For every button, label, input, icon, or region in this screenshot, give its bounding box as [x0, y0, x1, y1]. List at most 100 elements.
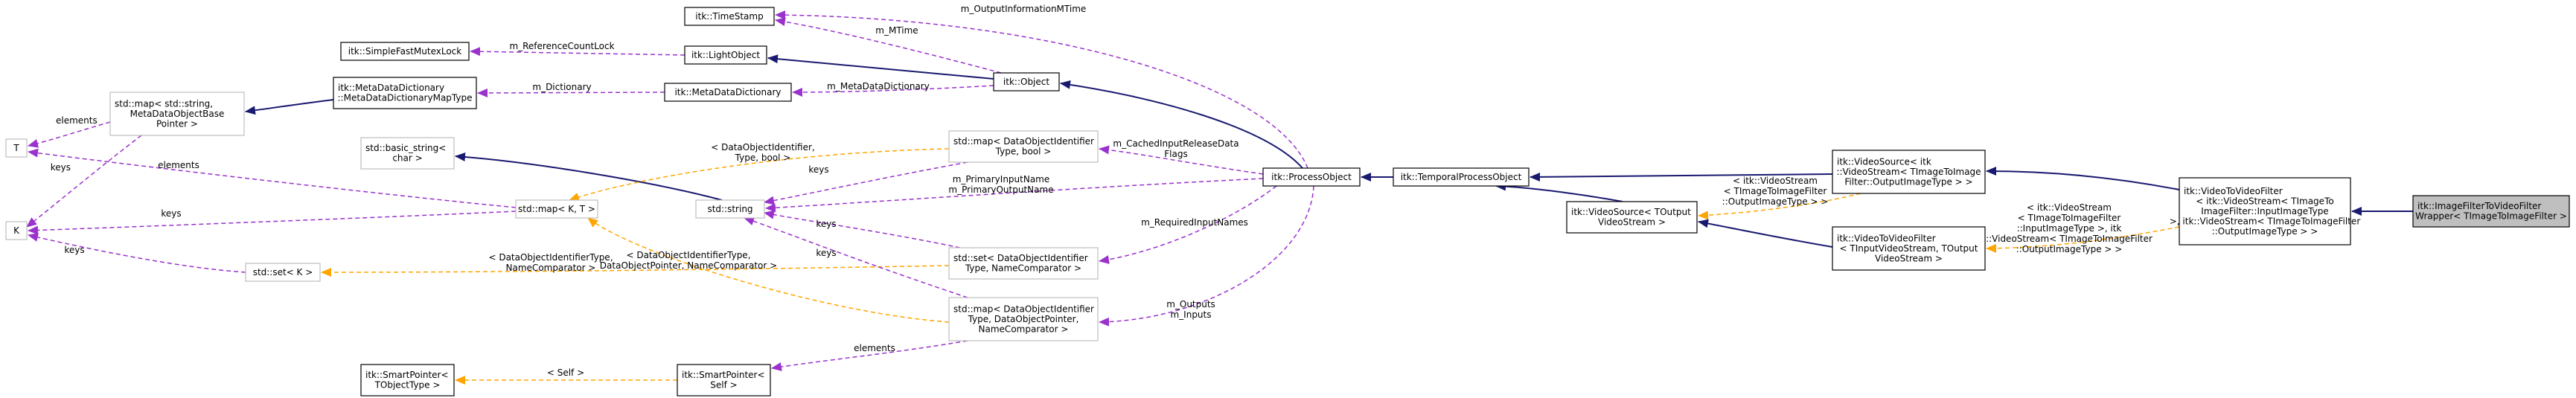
class-node-box [1832, 150, 1986, 194]
edge-procobj-setdoi [1099, 185, 1277, 264]
class-node-box [360, 364, 455, 397]
class-node-mapbool[interactable]: std::map< DataObjectIdentifierType, bool… [948, 130, 1099, 163]
class-node-label: itk::VideoToVideoFilter [1837, 233, 1936, 243]
edge-mapbool-stdstring [764, 161, 968, 205]
edge-mdd-mapmeta [245, 99, 334, 115]
class-node-label: ::OutputImageType > > [2212, 226, 2318, 237]
class-node-label: K [13, 225, 20, 236]
edge-label: keys [161, 208, 181, 219]
edge-label: < TImageToImageFilter [2018, 213, 2121, 223]
class-node-mapdp[interactable]: std::map< DataObjectIdentifierType, Data… [948, 297, 1099, 341]
edge-vsrcItk-temporal [1530, 172, 1833, 182]
class-node-box [1566, 201, 1698, 234]
class-node-label: itk::VideoSource< itk [1837, 156, 1931, 167]
class-node-light[interactable]: itk::LightObject [684, 45, 767, 65]
edge-stdstring-basic [455, 152, 723, 201]
class-node-label: itk::TimeStamp [695, 11, 763, 22]
class-node-label: VideoStream > [1598, 217, 1666, 228]
edge-mapdp-stdstring [744, 216, 968, 298]
class-node-label: MetaDataObjectBase [130, 109, 225, 119]
edge-mapdp-mapKT [587, 217, 950, 323]
edges-layer [26, 10, 2413, 385]
edge-label: keys [816, 248, 836, 258]
class-node-mapmeta[interactable]: std::map< std::string,MetaDataObjectBase… [109, 92, 245, 136]
class-node-label: std::set< K > [253, 267, 313, 277]
class-node-label: Type, DataObjectPointer, [968, 314, 1079, 324]
edge-procobj-mapdp [1099, 185, 1314, 327]
edge-setK-K [28, 233, 246, 273]
edge-label: m_Outputs [1166, 299, 1215, 309]
class-node-mapKT[interactable]: std::map< K, T > [515, 199, 598, 219]
class-node-procobj[interactable]: itk::ProcessObject [1262, 167, 1361, 187]
edge-label: < Self > [547, 367, 584, 378]
class-node-object[interactable]: itk::Object [993, 72, 1060, 92]
class-node-smartT[interactable]: itk::SmartPointer<TObjectType > [360, 364, 455, 397]
class-node-stdstring[interactable]: std::string [695, 199, 765, 219]
class-node-label: Pointer > [156, 118, 198, 129]
class-node-vfTT[interactable]: itk::VideoToVideoFilter< TInputVideoStre… [1832, 226, 1986, 271]
edge-label: elements [56, 115, 98, 126]
edge-label: < DataObjectIdentifierType, [488, 252, 613, 263]
class-node-box [948, 297, 1099, 341]
edge-procobj-tstamp [775, 10, 1308, 169]
class-node-label: T [13, 143, 19, 153]
class-node-label: std::string [707, 204, 752, 214]
class-node-label: itk::SimpleFastMutexLock [348, 46, 462, 57]
class-node-label: Type, bool > [995, 147, 1052, 157]
edge-label: ::VideoStream< TImageToImageFilter [1986, 234, 2152, 244]
edge-label: < itk::VideoStream [1733, 176, 1818, 186]
edge-label: m_MTime [875, 25, 918, 36]
class-node-smartS[interactable]: itk::SmartPointer<Self > [677, 364, 771, 397]
edge-label: m_MetaDataDictionary [827, 81, 930, 92]
edge-label: ::OutputImageType > > [1722, 196, 1829, 207]
class-node-label: itk::ProcessObject [1271, 172, 1352, 182]
edge-light-sfml [470, 47, 685, 57]
class-node-T[interactable]: T [5, 138, 28, 158]
edge-procobj-mapbool [1099, 145, 1264, 175]
class-node-box [109, 92, 245, 136]
class-node-mdd[interactable]: itk::MetaDataDictionary::MetaDataDiction… [333, 77, 477, 109]
edge-label: keys [51, 162, 71, 173]
class-node-box [5, 221, 28, 240]
class-node-box [664, 83, 792, 102]
class-node-label: < itk::VideoStream< TImageTo [2196, 196, 2333, 206]
class-node-label: itk::MetaDataDictionary [674, 87, 781, 97]
edge-label: Flags [1164, 149, 1187, 159]
class-node-temporal[interactable]: itk::TemporalProcessObject [1393, 167, 1530, 187]
class-node-label: std::map< DataObjectIdentifier [953, 136, 1094, 147]
edge-label: m_OutputInformationMTime [961, 4, 1087, 14]
edge-object-tstamp [775, 17, 1002, 74]
class-node-label: std::basic_string< [365, 143, 446, 153]
edge-label: elements [854, 343, 895, 353]
class-node-label: ::VideoStream< TImageToImage [1836, 167, 1981, 177]
class-node-box [695, 199, 765, 219]
edge-labels-layer: m_MTimem_ReferenceCountLockm_MetaDataDic… [51, 4, 2152, 378]
class-node-vsrcItk[interactable]: itk::VideoSource< itk::VideoStream< TIma… [1832, 150, 1986, 194]
class-node-tstamp[interactable]: itk::TimeStamp [684, 7, 775, 26]
class-node-box [5, 138, 28, 158]
class-node-setK[interactable]: std::set< K > [245, 263, 321, 282]
class-node-label: itk::ImageFilterToVideoFilter [2417, 201, 2541, 211]
edge-mapmeta-K [26, 135, 142, 228]
edge-vsrcItk-vsrcTO [1698, 193, 1861, 220]
class-node-label: itk::MetaDataDictionary [338, 83, 444, 93]
class-node-label: >, itk::VideoStream< TImageToImageFilter [2170, 216, 2361, 226]
edge-vfItk-vfTT [1986, 226, 2180, 253]
edge-label: elements [158, 160, 199, 170]
edge-label: < TImageToImageFilter [1724, 186, 1827, 196]
class-node-vfItk[interactable]: itk::VideoToVideoFilter< itk::VideoStrea… [2170, 177, 2361, 245]
class-node-box [1393, 167, 1530, 187]
class-node-metadict[interactable]: itk::MetaDataDictionary [664, 83, 792, 102]
class-node-label: itk::SmartPointer< [365, 370, 449, 380]
class-node-label: itk::VideoSource< TOutput [1571, 207, 1691, 217]
class-node-basicstr[interactable]: std::basic_string<char > [360, 137, 455, 170]
class-node-setdoi[interactable]: std::set< DataObjectIdentifierType, Name… [948, 247, 1099, 280]
edge-object-light [767, 54, 994, 80]
class-node-sfml[interactable]: itk::SimpleFastMutexLock [340, 42, 470, 61]
edge-label: ::InputImageType >, itk [2017, 223, 2122, 234]
class-node-K[interactable]: K [5, 221, 28, 240]
edge-vfItk-vsrcItk [1986, 167, 2180, 190]
